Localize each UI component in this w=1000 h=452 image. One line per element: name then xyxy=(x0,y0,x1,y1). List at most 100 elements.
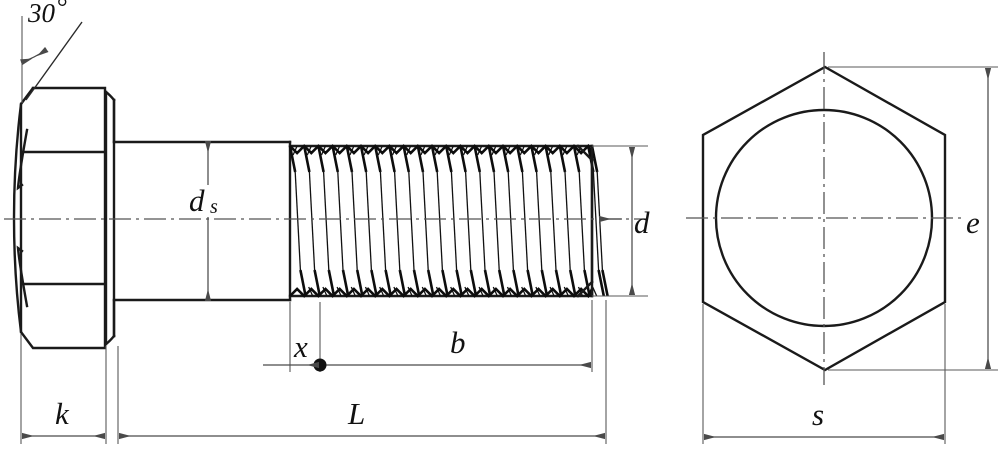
thread-tooth-segment xyxy=(313,269,322,297)
L-label: L xyxy=(347,396,365,431)
thread-tooth-segment xyxy=(526,269,535,297)
thread-tooth-segment xyxy=(469,269,478,297)
thread-tooth-segment xyxy=(459,145,467,173)
s-label: s xyxy=(812,397,824,432)
thread-end-chamfer-bottom xyxy=(576,280,594,298)
ds-label-backdrop xyxy=(186,185,242,217)
thread-tooth-segment xyxy=(288,145,297,173)
thread-tooth-segment xyxy=(521,171,529,271)
thread-tooth-segment xyxy=(426,269,435,297)
chamfer-angle-label: 30 xyxy=(27,0,56,28)
thread-tooth-segment xyxy=(408,171,415,271)
thread-tooth-segment xyxy=(492,286,498,297)
thread-tooth-segment xyxy=(572,145,581,173)
thread-tooth-segment xyxy=(515,145,524,173)
thread-tooth-segment xyxy=(483,269,492,297)
thread-tooth-segment xyxy=(592,171,600,271)
thread-tooth-segment xyxy=(464,171,472,271)
threaded-section xyxy=(288,140,609,302)
dimension-thread-diameter: d xyxy=(592,145,650,297)
thread-tooth-segment xyxy=(487,145,496,173)
hexagon-end-view xyxy=(686,52,962,385)
dimension-across-flats: s xyxy=(702,304,946,444)
thread-tooth-segment xyxy=(370,269,378,297)
thread-tooth-segment xyxy=(497,269,506,297)
thread-tooth-segment xyxy=(289,143,594,155)
thread-tooth-segment xyxy=(327,269,336,297)
thread-tooth-segment xyxy=(578,171,586,271)
hexagon-outline xyxy=(701,65,947,372)
thread-tooth-segment xyxy=(402,145,411,173)
thread-tooth-segment xyxy=(341,269,350,297)
degree-symbol: ° xyxy=(56,0,67,22)
thread-tooth-segment xyxy=(365,171,373,271)
x-label: x xyxy=(293,329,308,364)
thread-tooth-segment xyxy=(564,171,571,271)
thread-tooth-segment xyxy=(473,145,482,173)
thread-tooth-segment xyxy=(351,171,358,271)
thread-tooth-segment xyxy=(501,145,510,173)
thread-tooth-segment xyxy=(430,145,439,173)
thread-tooth-segment xyxy=(379,286,385,297)
thread-tooth-segment xyxy=(359,145,368,173)
thread-tooth-segment xyxy=(464,286,470,297)
thread-tooth-segment xyxy=(549,286,555,297)
d-label: d xyxy=(634,205,650,240)
thread-tooth-segment xyxy=(384,269,393,297)
thread-tooth-segment xyxy=(550,171,557,271)
thread-tooth-segment xyxy=(393,286,399,297)
head-chamfer-arc-upper xyxy=(16,128,29,191)
thread-tooth-segment xyxy=(422,171,429,271)
thread-tooth-segment xyxy=(577,286,584,297)
dimension-across-corners: e xyxy=(828,66,998,371)
thread-tooth-segment xyxy=(478,286,484,297)
thread-tooth-segment xyxy=(331,145,340,173)
thread-tooth-segment xyxy=(521,286,527,297)
dimension-shank-diameter: d s xyxy=(186,141,242,301)
thread-tooth-segment xyxy=(421,286,427,297)
thread-tooth-segment xyxy=(435,286,442,297)
thread-end-chamfer-top xyxy=(576,144,594,162)
head-chamfer-arc-left xyxy=(12,102,23,334)
thread-tooth-segment xyxy=(601,269,609,297)
thread-tooth-segment xyxy=(592,286,598,297)
thread-tooth-segment xyxy=(479,171,486,271)
thread-tooth-segment xyxy=(563,286,569,297)
thread-tooth-segment xyxy=(294,171,302,271)
thread-tooth-segment xyxy=(345,145,354,173)
thread-tooth-segment xyxy=(530,145,538,173)
thread-tooth-segment xyxy=(350,286,356,297)
thread-tooth-segment xyxy=(355,269,364,297)
thread-tooth-segment xyxy=(583,269,591,297)
b-origin-dot-marker xyxy=(313,358,327,372)
thread-tooth-segment xyxy=(373,145,382,173)
thread-tooth-segment xyxy=(506,286,513,297)
thread-tooth-segment xyxy=(597,269,606,297)
thread-tooth-segment xyxy=(444,145,453,173)
thread-tooth-segment xyxy=(493,171,500,271)
thread-tooth-segment xyxy=(544,145,553,173)
thread-tooth-segment xyxy=(289,287,594,299)
dimension-head-height: k xyxy=(20,334,107,444)
thread-tooth-segment xyxy=(535,286,541,297)
b-label: b xyxy=(450,325,466,360)
thread-tooth-segment xyxy=(302,145,311,173)
dimension-thread-runout: x xyxy=(263,302,319,372)
thread-tooth-segment xyxy=(393,171,401,271)
thread-tooth-segment xyxy=(450,286,456,297)
thread-tooth-segment xyxy=(308,286,314,297)
thread-tooth-segment xyxy=(455,269,464,297)
thread-tooth-segment xyxy=(436,171,444,271)
thread-tooth-segment xyxy=(336,286,342,297)
chamfer-leader-line xyxy=(25,21,83,101)
ds-label-subscript: s xyxy=(210,196,218,218)
thread-tooth-segment xyxy=(364,286,371,297)
thread-tooth-segment xyxy=(299,269,307,297)
thread-tooth-segment xyxy=(535,171,543,271)
thread-tooth-segment xyxy=(554,269,563,297)
thread-tooth-segment xyxy=(398,269,407,297)
e-label: e xyxy=(966,205,980,240)
k-label: k xyxy=(55,396,70,431)
thread-tooth-segment xyxy=(558,145,567,173)
